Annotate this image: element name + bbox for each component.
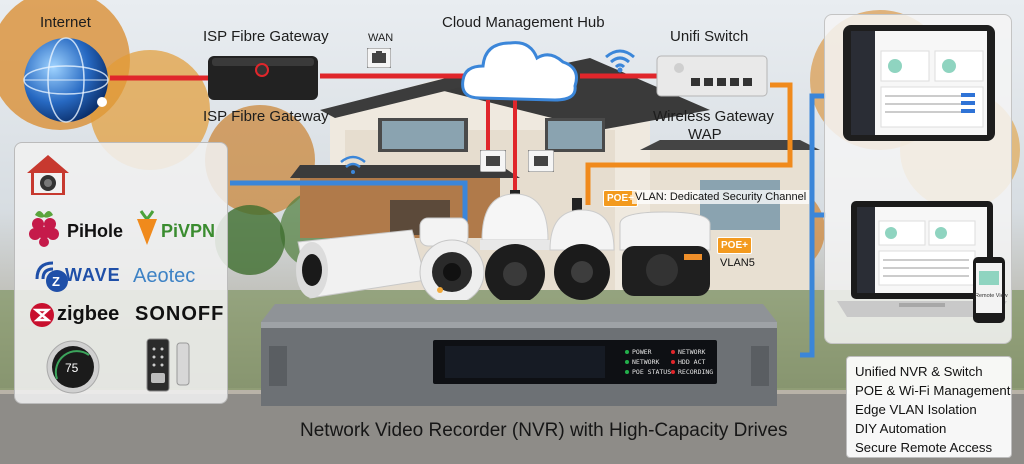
isp-gateway-label-bottom: ISP Fibre Gateway [203,108,329,125]
smart-lock-icon [146,338,190,392]
thermostat-temp: 75 [65,361,79,375]
tablet-device[interactable] [841,23,997,145]
pihole-label: PiHole [67,221,124,241]
pivpn-label: PiVPN [161,221,216,241]
cloud-label: Cloud Management Hub [442,14,605,31]
internet-label: Internet [40,14,91,31]
nvr-device[interactable] [255,296,783,414]
ptz-dome-camera [480,190,550,300]
ptz-camera-2 [549,198,615,300]
vlan-channel-label: VLAN: Dedicated Security Channel [632,190,810,204]
wifi-icon [340,155,366,174]
feature-item: Secure Remote Access [855,440,993,455]
feature-item: DIY Automation [855,421,947,436]
feature-item: POE & Wi-Fi Management [855,383,1011,398]
thermostat-icon: 75 [46,340,100,394]
led-network: NETWORK [632,358,660,366]
ethernet-port-icon [480,150,506,172]
laptop-device[interactable] [829,199,1007,335]
cloud-icon[interactable] [455,28,585,108]
switch-label: Unifi Switch [670,28,749,45]
remote-devices-panel: Remote View [824,14,1012,344]
nvr-caption: Network Video Recorder (NVR) with High-C… [300,420,788,441]
ethernet-port-icon [528,150,554,172]
led-network-2: NETWORK [678,348,706,356]
globe-icon [23,37,109,123]
raspberry-pi-icon [29,211,59,247]
sonoff-label: SONOFF [135,303,225,325]
feature-item: Edge VLAN Isolation [855,402,977,417]
led-power: POWER [632,348,652,356]
poe-badge: POE+ [603,190,638,207]
wap-label-line1: Wireless Gateway [653,108,774,125]
wan-label: WAN [368,32,394,44]
zwave-icon: Z [35,261,68,292]
integrations-panel: PiHole PiVPN Z WAVE Aeotec zigbee SONOFF… [14,142,228,404]
turret-camera [419,217,485,300]
carrot-icon [137,210,157,245]
ethernet-port-icon [367,48,391,68]
feature-item: Unified NVR & Switch [855,364,983,379]
phone-remote-view-label: Remote View [975,293,1008,299]
features-list: Unified NVR & Switch POE & Wi-Fi Managem… [846,356,1012,458]
led-poe-status: POE STATUS [632,368,672,376]
wifi-icon [605,49,635,73]
camera-home-icon [27,155,69,195]
led-recording: RECORDING [678,368,714,376]
security-cameras [296,190,711,300]
bullet-camera [296,229,427,299]
zwave-label: WAVE [65,265,121,285]
turret-camera-2 [619,211,711,296]
zigbee-label: zigbee [57,303,120,325]
led-hdd-act: HDD ACT [678,358,706,366]
aeotec-label: Aeotec [133,265,196,287]
unifi-switch-device[interactable] [655,50,770,100]
wap-label-line2: WAP [688,126,722,143]
poe-badge: POE+ [717,237,752,254]
zwave-letter: Z [52,274,60,289]
vlan5-label: VLAN5 [720,257,755,269]
zigbee-icon [30,303,54,327]
isp-gateway-device[interactable] [204,48,324,108]
isp-gateway-label-top: ISP Fibre Gateway [203,28,329,45]
